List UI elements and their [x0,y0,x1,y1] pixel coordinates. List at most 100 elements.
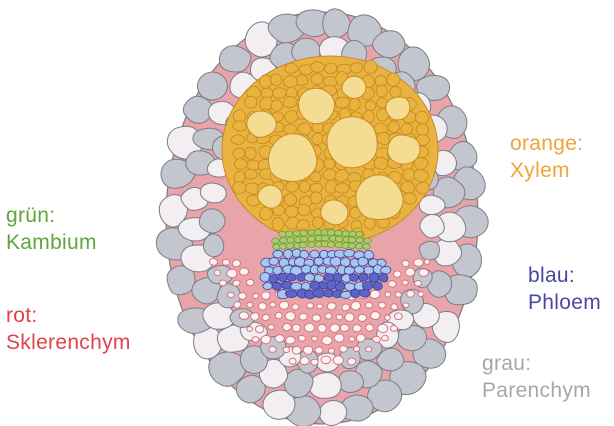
xylem-cell [285,63,298,73]
parenchym-cell [199,209,225,233]
sklerenchym-cell [233,280,240,286]
xylem-cell [376,85,387,97]
sklerenchym-cell [227,292,234,298]
sklerenchym-cell [405,268,415,276]
sklerenchym-cell [349,337,355,342]
xylem-vessel [321,200,348,225]
xylem-cell [335,183,349,193]
sklerenchym-cell [402,280,408,285]
kambium-cell [272,238,279,244]
sklerenchym-cell [283,347,289,353]
kambium-cell [335,236,343,242]
xylem-cell [377,132,390,144]
phloem-cell [369,273,379,282]
sklerenchym-cell [327,303,336,310]
sklerenchym-cell [325,313,332,319]
sklerenchym-cell [391,304,398,310]
sklerenchym-cell [353,346,359,351]
sklerenchym-cell [384,315,390,320]
xylem-cell [416,182,430,194]
parenchym-cell [197,72,227,100]
sklerenchym-cell [251,313,259,321]
sklerenchym-cell [340,346,348,353]
phloem-cell [373,282,382,290]
phloem-cell [324,273,334,281]
sklerenchym-cell [270,302,276,307]
kambium-cell [300,230,307,236]
sklerenchym-cell [334,334,344,342]
sklerenchym-cell [247,327,253,332]
sklerenchym-cell [402,260,409,267]
xylem-cell [271,100,282,112]
phloem-cell [278,273,287,281]
sklerenchym-cell [261,335,271,343]
sklerenchym-cell [366,347,372,352]
sklerenchym-cell [312,315,320,322]
xylem-cell [374,157,388,169]
xylem-layer [222,56,438,244]
sklerenchym-cell [300,357,309,365]
phloem-cell [327,281,337,290]
label-xylem-color-word: orange: [510,130,583,157]
sklerenchym-cell [373,336,381,342]
kambium-cell [342,231,349,237]
sklerenchym-cell [414,259,424,267]
sklerenchym-cell [219,280,226,286]
sklerenchym-cell [279,301,288,309]
sklerenchym-cell [222,259,229,265]
sklerenchym-cell [394,313,402,320]
sklerenchym-cell [246,279,254,285]
xylem-cell [247,160,260,170]
phloem-cell [310,250,319,258]
parenchym-cell [419,241,439,260]
kambium-cell [293,231,301,237]
label-sklerenchym-tissue: Sklerenchym [6,329,131,356]
sklerenchym-cell [234,302,241,308]
xylem-cell [260,207,273,220]
sklerenchym-cell [345,313,354,321]
xylem-vessel [342,76,366,98]
xylem-cell [259,75,272,89]
kambium-cell [308,236,316,242]
label-kambium-tissue: Kambium [6,229,97,256]
sklerenchym-cell [292,324,300,331]
label-parenchym-tissue: Parenchym [482,377,591,404]
phloem-cell [285,290,297,298]
label-phloem-tissue: Phloem [528,289,601,316]
kambium-cell [327,230,335,236]
phloem-cell [263,282,272,289]
xylem-cell [335,97,349,108]
sklerenchym-cell [318,324,327,332]
xylem-cell [285,110,298,123]
kambium-cell [279,244,286,250]
xylem-cell [390,87,402,98]
sklerenchym-cell [286,336,296,344]
sklerenchym-cell [328,348,334,353]
xylem-cell [284,193,297,206]
xylem-cell [260,97,273,110]
sklerenchym-cell [342,304,350,311]
xylem-cell [311,73,323,84]
phloem-cell [350,289,359,298]
sklerenchym-cell [258,303,266,310]
phloem-cell [314,257,323,265]
xylem-cell [414,170,429,182]
kambium-cell [356,243,363,249]
sklerenchym-cell [232,260,240,267]
sklerenchym-cell [366,324,374,331]
sklerenchym-cell [414,281,421,287]
phloem-cell [272,282,282,290]
xylem-vessel [247,111,276,137]
xylem-cell [312,217,323,228]
xylem-cell [284,75,298,87]
label-sklerenchym: rot: Sklerenchym [6,302,131,356]
sklerenchym-cell [419,269,428,277]
sklerenchym-cell [347,358,355,365]
xylem-cell [299,181,310,192]
xylem-cell [364,60,377,73]
sklerenchym-cell [275,312,282,318]
sklerenchym-cell [261,292,270,300]
sklerenchym-cell [253,293,259,298]
xylem-cell [244,96,256,108]
